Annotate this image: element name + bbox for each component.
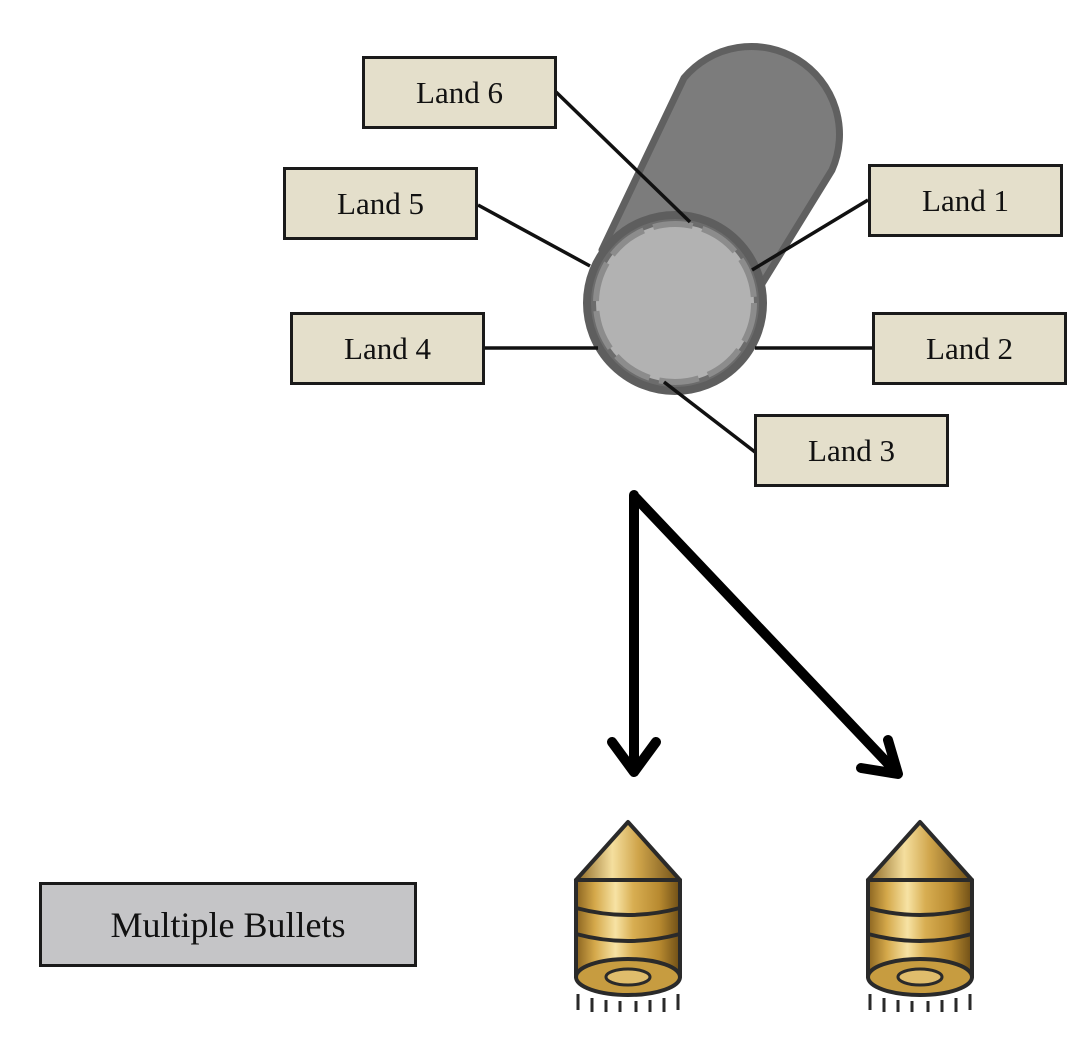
caption-multiple-bullets: Multiple Bullets	[39, 882, 417, 967]
arrows	[607, 490, 903, 779]
bullet-icon	[866, 820, 974, 1014]
arrow-diagonal	[631, 493, 903, 779]
label-land-4: Land 4	[290, 312, 485, 385]
label-land-5: Land 5	[283, 167, 478, 240]
bullet-icon	[574, 820, 682, 1014]
leader-line-land-5	[477, 203, 591, 268]
gun-barrel-icon	[583, 42, 843, 395]
leader-lines	[477, 90, 874, 454]
label-land-2: Land 2	[872, 312, 1067, 385]
label-land-1: Land 1	[868, 164, 1063, 237]
leader-line-land-3	[662, 380, 757, 454]
leader-line-land-6	[554, 90, 692, 224]
label-land-6: Land 6	[362, 56, 557, 129]
label-land-3: Land 3	[754, 414, 949, 487]
arrow-down	[607, 490, 661, 777]
leader-line-land-1	[751, 198, 869, 272]
